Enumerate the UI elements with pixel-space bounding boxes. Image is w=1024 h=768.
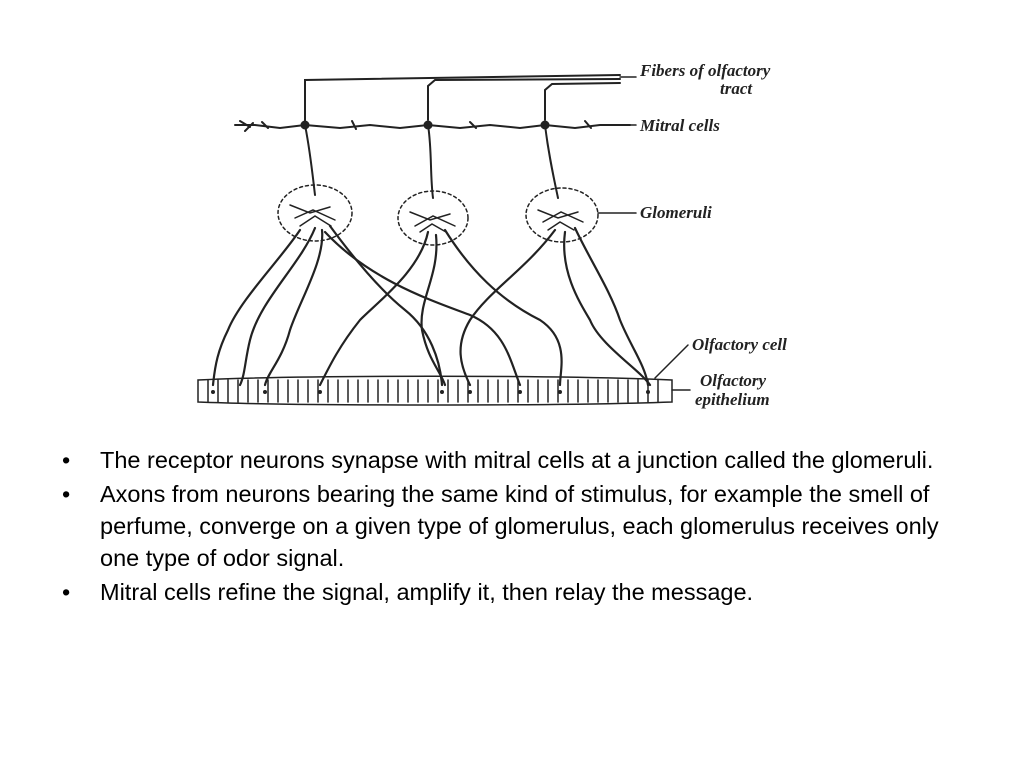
bullet-item: • The receptor neurons synapse with mitr… xyxy=(58,444,958,476)
bullet-symbol: • xyxy=(62,447,71,473)
epithelium xyxy=(197,375,673,406)
bullet-item: • Axons from neurons bearing the same ki… xyxy=(58,478,958,574)
label-epithelium-line1: Olfactory xyxy=(700,371,767,390)
olfactory-diagram: Fibers of olfactory tract Mitral cells G… xyxy=(197,61,787,409)
label-epithelium-line2: epithelium xyxy=(695,390,770,409)
bullet-text: The receptor neurons synapse with mitral… xyxy=(100,447,934,473)
leader-lines xyxy=(597,76,691,391)
receptor-axons xyxy=(211,224,652,387)
bullet-text: Axons from neurons bearing the same kind… xyxy=(100,481,939,571)
label-glomeruli: Glomeruli xyxy=(640,203,712,222)
mitral-cell-row xyxy=(234,120,631,132)
label-olfactory-cell: Olfactory cell xyxy=(692,335,787,354)
bullet-list: • The receptor neurons synapse with mitr… xyxy=(58,444,958,610)
bullet-symbol: • xyxy=(62,481,71,507)
tract-fibers xyxy=(304,74,621,126)
label-fibers-line1: Fibers of olfactory xyxy=(639,61,771,80)
glomeruli xyxy=(277,184,599,246)
label-mitral-cells: Mitral cells xyxy=(639,116,720,135)
bullet-symbol: • xyxy=(62,579,71,605)
bullet-item: • Mitral cells refine the signal, amplif… xyxy=(58,576,958,608)
bullet-text: Mitral cells refine the signal, amplify … xyxy=(100,579,754,605)
mitral-dendrites xyxy=(304,124,559,199)
label-fibers-line2: tract xyxy=(720,79,753,98)
